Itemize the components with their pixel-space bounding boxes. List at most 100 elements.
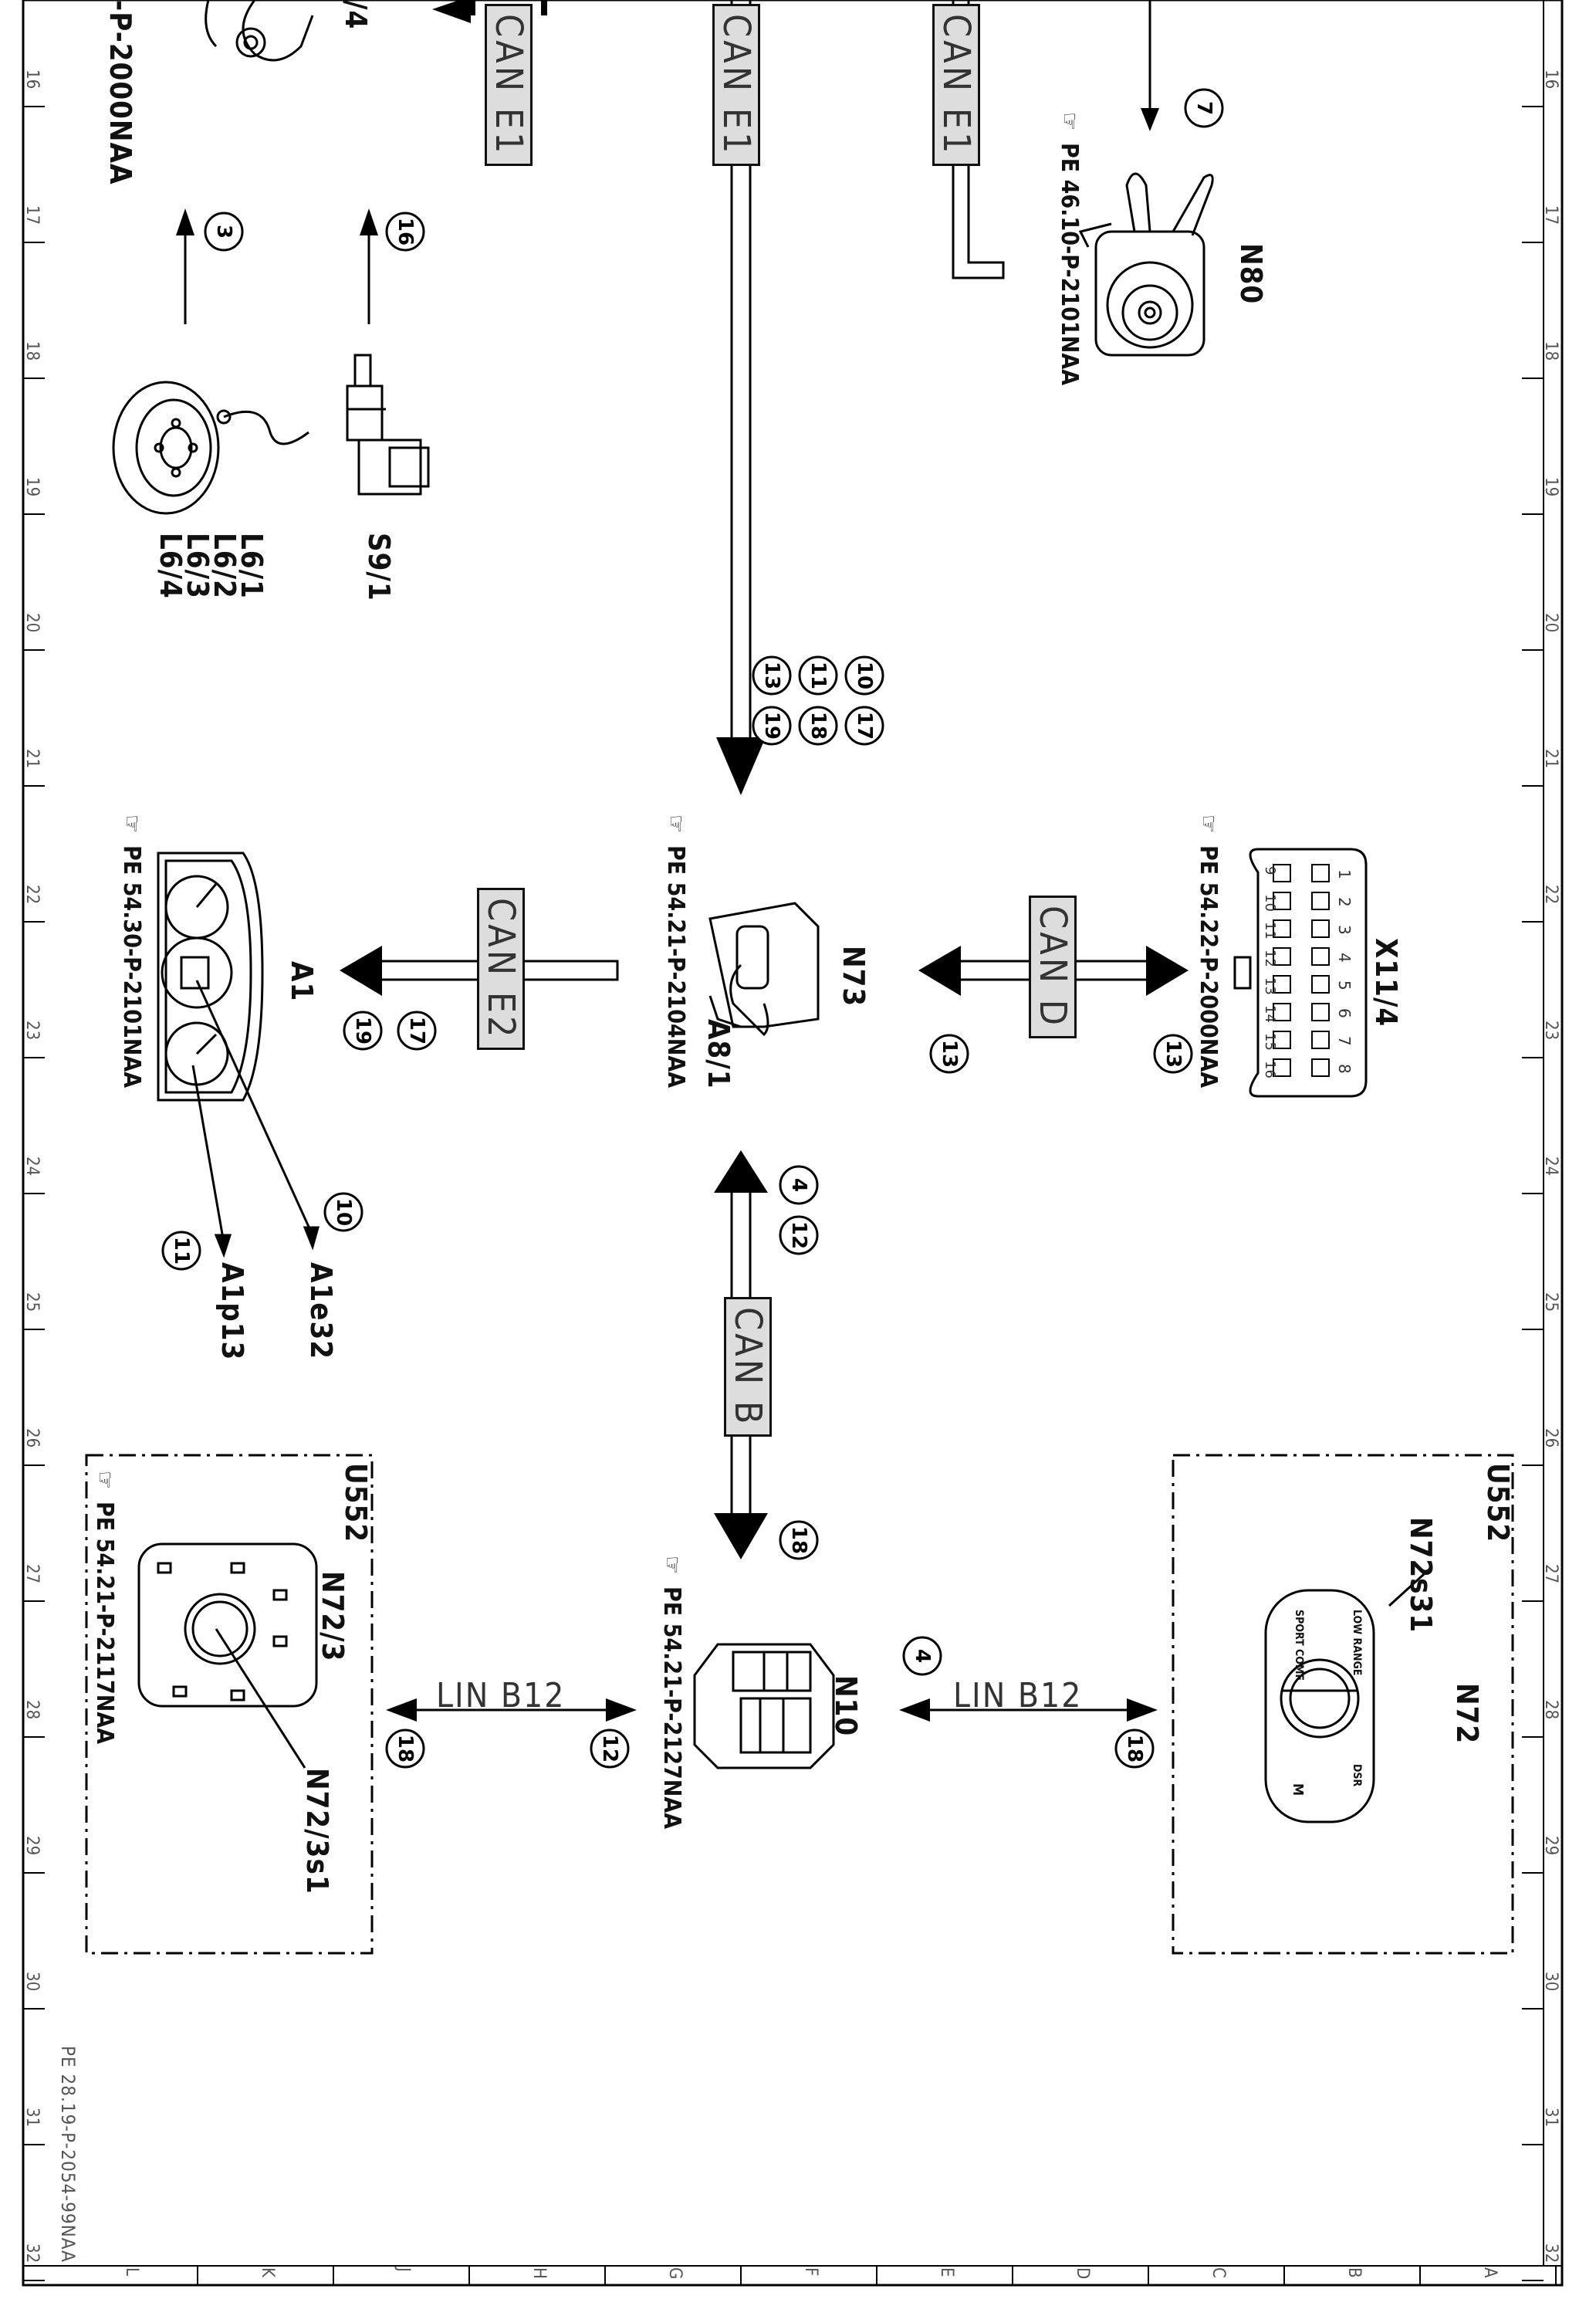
row-grid-ticks	[23, 106, 1544, 2281]
column-label: K	[258, 2267, 277, 2277]
signal-number: 3	[212, 225, 235, 239]
pin-number: 13	[1262, 977, 1278, 995]
column-label: J	[394, 2267, 413, 2272]
row-label-right: 29	[1541, 1836, 1560, 1856]
signal-circle: 12	[779, 1215, 819, 1255]
pointing-hand-icon: ☞	[1056, 112, 1083, 131]
column-label: B	[1344, 2267, 1364, 2278]
sam-module-icon	[693, 1643, 835, 1769]
column-label: A	[1480, 2267, 1500, 2278]
cluster-callout-lines	[191, 980, 320, 1258]
pin-number: 6	[1335, 1008, 1354, 1018]
signal-number: 10	[332, 1198, 355, 1226]
row-label-right: 17	[1541, 205, 1560, 225]
signal-number: 12	[787, 1221, 810, 1249]
n72-3-label: N72/3	[316, 1571, 350, 1662]
row-label-right: 25	[1541, 1292, 1560, 1312]
n80-reference: PE 46.10-P-2101NAA	[1056, 143, 1083, 386]
signal-number: 4	[911, 1649, 934, 1663]
lin-b12-right-line	[899, 1698, 1158, 1722]
signal-circle: 11	[161, 1231, 201, 1271]
connector-pin	[1311, 947, 1330, 966]
connector-pin	[1311, 1031, 1330, 1049]
row-label-right: 28	[1541, 1700, 1560, 1720]
signal-circle: 11	[798, 655, 838, 696]
connector-pin	[1273, 1031, 1291, 1049]
pointing-hand-icon: ☞	[1195, 814, 1222, 834]
frame	[22, 0, 1564, 2287]
pin-number: 1	[1335, 869, 1354, 879]
signal-circle: 19	[343, 1011, 383, 1051]
diagnostic-connector-icon	[1233, 848, 1368, 1098]
signal-number: 19	[351, 1017, 374, 1045]
signal-circle: 18	[385, 1729, 425, 1769]
connector-pin	[1311, 919, 1330, 938]
row-label-right: 30	[1541, 1972, 1560, 1992]
connector-pin	[1273, 919, 1291, 938]
connector-pin	[1311, 892, 1330, 910]
lin-b12-left-line	[386, 1698, 637, 1722]
row-label-right: 22	[1541, 885, 1560, 905]
bus-label-can-e1-2: CAN E1	[712, 4, 760, 167]
signal-circle: 7	[1184, 88, 1224, 128]
row-label-left: 17	[22, 205, 42, 225]
row-label-left: 18	[22, 341, 42, 361]
lin-b12-left-label: LIN B12	[436, 1676, 566, 1715]
control-panel-icon	[1264, 1566, 1433, 1823]
pin-number: 16	[1262, 1061, 1278, 1078]
row-label-left: 29	[22, 1836, 42, 1856]
connector-pin	[1311, 975, 1330, 994]
row-label-left: 25	[22, 1292, 42, 1312]
column-label: C	[1209, 2267, 1228, 2278]
row-label-left: 31	[22, 2108, 42, 2128]
arrow-7	[1141, 0, 1159, 131]
signal-number: 18	[1123, 1735, 1146, 1762]
signal-circle: 17	[397, 1011, 437, 1051]
connector-pin	[1311, 1058, 1330, 1077]
row-label-left: 16	[22, 69, 42, 90]
column-label: L	[122, 2267, 141, 2277]
n80-label: N80	[1234, 243, 1268, 305]
partial-reference-top: -P-2000NAA	[103, 0, 137, 185]
pin-number: 7	[1335, 1036, 1354, 1046]
signal-circle: 17	[844, 706, 884, 746]
n10-reference: PE 54.21-P-2127NAA	[658, 1586, 685, 1830]
a1p13-label: A1p13	[215, 1262, 249, 1361]
row-label-left: 21	[22, 749, 42, 769]
dsr-label: DSR	[1351, 1764, 1363, 1787]
bus-label-can-b: CAN B	[724, 1297, 772, 1437]
row-label-left: 28	[22, 1700, 42, 1720]
pin-number: 12	[1262, 950, 1278, 967]
u552-box-right	[1172, 1454, 1514, 1955]
n72-3-reference: PE 54.21-P-2117NAA	[91, 1502, 118, 1745]
signal-number: 10	[853, 662, 876, 689]
row-label-right: 20	[1541, 613, 1560, 633]
signal-number: 11	[806, 662, 830, 689]
l6-4-label: L6/4	[154, 533, 188, 599]
row-label-right: 21	[1541, 749, 1560, 769]
u552-box-left	[85, 1454, 374, 1955]
low-range-label: LOW RANGE	[1351, 1610, 1363, 1676]
signal-circle: 18	[1114, 1729, 1155, 1769]
lin-b12-right-label: LIN B12	[953, 1676, 1083, 1715]
m-label: M	[1290, 1783, 1306, 1796]
pin-number: 5	[1335, 980, 1354, 990]
signal-circle: 16	[385, 212, 425, 252]
x11-4-label: X11/4	[1369, 938, 1403, 1028]
pin-number: 10	[1262, 894, 1278, 912]
signal-number: 17	[405, 1017, 428, 1045]
signal-number: 13	[938, 1040, 961, 1068]
row-label-right: 32	[1541, 2243, 1560, 2264]
n73-label: N73	[837, 946, 871, 1007]
signal-number: 11	[170, 1237, 193, 1265]
signal-number: 13	[760, 662, 783, 689]
a8-1-label: A8/1	[702, 1019, 735, 1089]
row-label-right: 18	[1541, 341, 1560, 361]
pin-number: 9	[1262, 866, 1278, 875]
connector-pin	[1273, 975, 1291, 994]
row-label-left: 30	[22, 1972, 42, 1992]
signal-circle: 13	[929, 1034, 969, 1074]
row-label-right: 31	[1541, 2108, 1560, 2128]
